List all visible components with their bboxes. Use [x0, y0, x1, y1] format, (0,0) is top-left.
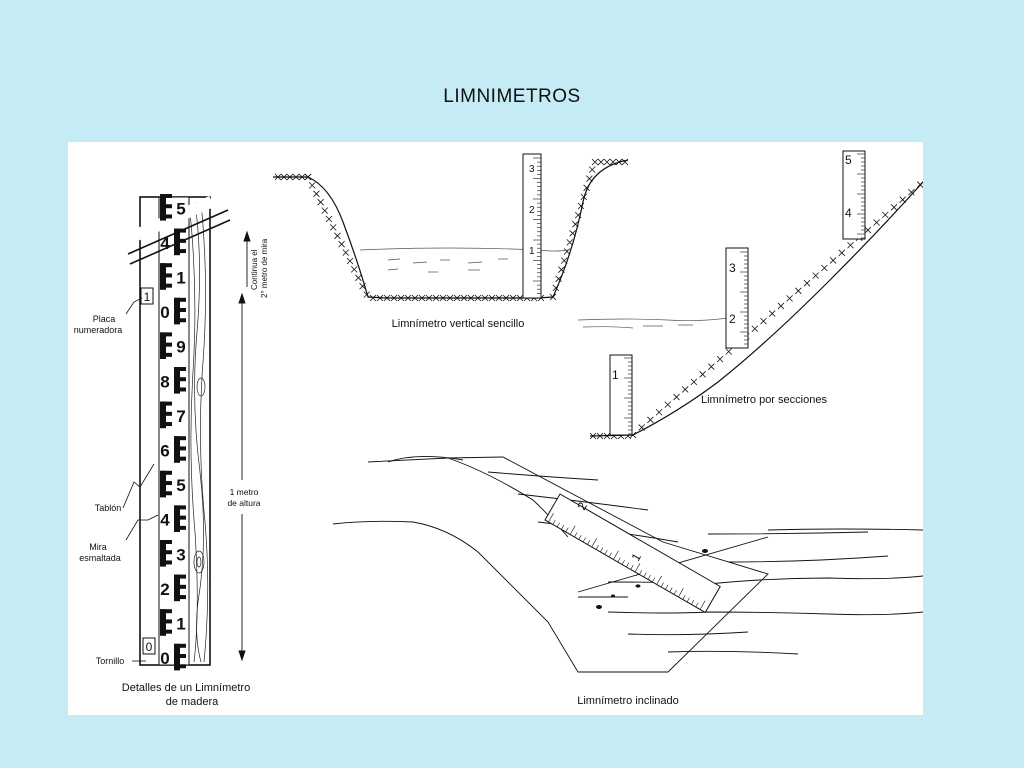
inclined-gauge: 2 1 Limnímetro inclinado [332, 455, 923, 707]
scale-segment: 9 [160, 332, 186, 359]
scale-segment: 5 [160, 194, 186, 221]
scale-digit: 1 [176, 615, 185, 634]
sections-gauge-2: 2 [729, 312, 736, 326]
scale-segment: 0 [160, 643, 186, 671]
label-placa: Placa [93, 314, 116, 324]
sections-gauge-3: 3 [729, 261, 736, 275]
scale-digit: 8 [160, 372, 169, 391]
wood-detail-caption-2: de madera [166, 696, 219, 708]
label-tornillo: Tornillo [96, 656, 125, 666]
scale-segment: 6 [160, 436, 186, 463]
label-2-metro: 2° metro de mira [260, 238, 269, 298]
scale-segment: 1 [160, 263, 186, 290]
label-tablon: Tablón [95, 503, 122, 513]
scale-segment: 8 [160, 367, 186, 394]
wood-grain [189, 201, 209, 663]
scale-segment: 2 [160, 574, 186, 602]
scale-digit: 0 [160, 649, 169, 668]
scale-digit: 1 [176, 269, 185, 288]
scale-digit: 4 [160, 511, 170, 530]
scale-segment: 5 [160, 470, 186, 498]
scale-digit: 9 [176, 338, 185, 357]
scale-digit: 6 [160, 442, 169, 461]
scale-segment: 7 [160, 401, 186, 429]
plate-number-1: 1 [144, 290, 151, 304]
scale-segment: 3 [160, 540, 186, 567]
scale-digit: 4 [160, 234, 170, 253]
wood-detail-caption-1: Detalles de un Limnímetro [122, 682, 250, 694]
inclined-ruler [544, 493, 721, 614]
scale-segment: 0 [160, 297, 186, 325]
vertical-bank-hatching [274, 158, 629, 302]
scale-segment: 4 [160, 228, 186, 256]
label-esmaltada: esmaltada [79, 553, 121, 563]
scale-segment: 1 [160, 609, 186, 636]
vertical-gauge: 3 2 1 Limnímetro vertical sencillo [273, 153, 629, 330]
scale-digit: 3 [176, 545, 185, 564]
label-mira: Mira [89, 542, 107, 552]
scale-digit: 2 [160, 580, 169, 599]
vertical-scale-1: 1 [529, 246, 535, 257]
sections-gauge-1: 1 [612, 368, 619, 382]
vertical-scale-2: 2 [529, 205, 535, 216]
sections-gauge-4: 4 [845, 206, 852, 220]
vertical-caption: Limnímetro vertical sencillo [392, 318, 525, 330]
slide-title: LIMNIMETROS [443, 86, 581, 107]
scale-segment: 4 [160, 505, 186, 532]
inclined-caption: Limnímetro inclinado [577, 695, 679, 707]
scale-digit: 5 [176, 476, 185, 495]
label-1-metro: 1 metro [230, 487, 259, 497]
sections-caption: Limnímetro por secciones [701, 394, 827, 406]
sections-gauge: 1 2 3 4 5 Limnímetro por secciones [577, 150, 923, 440]
label-continua: Continua el [250, 249, 259, 290]
scale-digit: 0 [160, 303, 169, 322]
label-numeradora: numeradora [74, 325, 123, 335]
vertical-scale-3: 3 [529, 164, 535, 175]
sections-gauge-5: 5 [845, 153, 852, 167]
plate-number-0: 0 [146, 640, 153, 654]
label-de-altura: de altura [227, 498, 260, 508]
scale-digit: 7 [176, 407, 185, 426]
scale-digit: 5 [176, 199, 185, 218]
